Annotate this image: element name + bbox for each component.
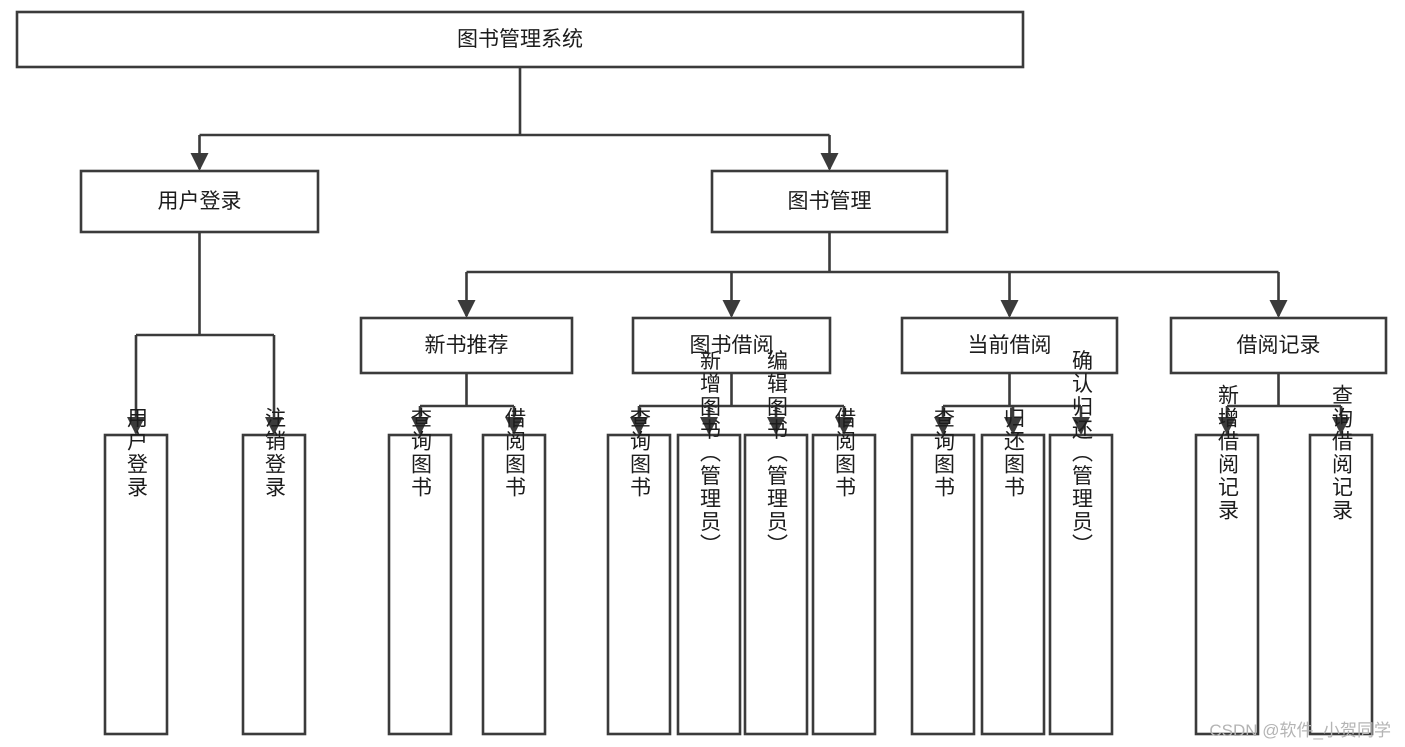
arrow-head-icon bbox=[1000, 300, 1019, 318]
node-box-borrow-borrow-book bbox=[811, 433, 877, 736]
node-recommend-query-book[interactable]: 查询图书 bbox=[387, 407, 453, 736]
node-label-borrow-records: 借阅记录 bbox=[1237, 334, 1321, 357]
node-user-login[interactable]: 用户登录 bbox=[79, 169, 320, 234]
node-label-borrow-query-book: 查询图书 bbox=[628, 407, 652, 499]
node-box-records-add bbox=[1194, 433, 1260, 736]
node-box-book-borrowing bbox=[631, 316, 832, 375]
arrow-head-icon bbox=[190, 153, 209, 171]
arrow-head-icon bbox=[767, 417, 785, 435]
node-label-book-borrowing: 图书借阅 bbox=[690, 334, 774, 357]
arrow-head-icon bbox=[835, 417, 853, 435]
node-borrow-add-book[interactable]: 新增图书（管理员） bbox=[676, 350, 742, 736]
arrow-head-icon bbox=[265, 417, 283, 435]
node-box-recommend-query-book bbox=[387, 433, 453, 736]
arrow-head-icon bbox=[1218, 417, 1236, 435]
node-box-user-login bbox=[79, 169, 320, 234]
node-label-current-borrowing: 当前借阅 bbox=[968, 334, 1052, 357]
node-box-book-management bbox=[710, 169, 949, 234]
node-box-recommend-borrow-book bbox=[481, 433, 547, 736]
node-label-book-management: 图书管理 bbox=[788, 190, 872, 213]
node-current-return-book[interactable]: 归还图书 bbox=[980, 407, 1046, 736]
node-box-records-query bbox=[1308, 433, 1374, 736]
arrow-head-icon bbox=[1004, 417, 1022, 435]
node-new-book-recommend[interactable]: 新书推荐 bbox=[359, 316, 574, 375]
node-book-borrowing[interactable]: 图书借阅 bbox=[631, 316, 832, 375]
arrow-head-icon bbox=[722, 300, 741, 318]
arrow-head-icon bbox=[411, 417, 429, 435]
node-label-user-login: 用户登录 bbox=[158, 190, 242, 213]
node-box-new-book-recommend bbox=[359, 316, 574, 375]
node-recommend-borrow-book[interactable]: 借阅图书 bbox=[481, 407, 547, 736]
node-current-borrowing[interactable]: 当前借阅 bbox=[900, 316, 1119, 375]
arrow-head-icon bbox=[820, 153, 839, 171]
node-label-current-confirm-return: 确认归还（管理员） bbox=[1070, 350, 1094, 557]
node-label-root: 图书管理系统 bbox=[457, 28, 583, 51]
node-label-user-logout-leaf: 注销登录 bbox=[263, 407, 287, 499]
node-records-add[interactable]: 新增借阅记录 bbox=[1194, 384, 1260, 736]
node-label-recommend-borrow-book: 借阅图书 bbox=[503, 407, 527, 499]
node-label-recommend-query-book: 查询图书 bbox=[409, 407, 433, 499]
node-label-current-return-book: 归还图书 bbox=[1002, 407, 1026, 499]
node-borrow-borrow-book[interactable]: 借阅图书 bbox=[811, 407, 877, 736]
arrow-head-icon bbox=[505, 417, 523, 435]
node-box-current-confirm-return bbox=[1048, 433, 1114, 736]
node-box-borrow-add-book bbox=[676, 433, 742, 736]
connector-layer bbox=[127, 67, 1350, 435]
node-records-query[interactable]: 查询借阅记录 bbox=[1308, 384, 1374, 736]
node-user-login-leaf[interactable]: 用户登录 bbox=[103, 407, 169, 736]
node-box-user-login-leaf bbox=[103, 433, 169, 736]
node-current-query-book[interactable]: 查询图书 bbox=[910, 407, 976, 736]
node-borrow-query-book[interactable]: 查询图书 bbox=[606, 407, 672, 736]
node-label-borrow-borrow-book: 借阅图书 bbox=[833, 407, 857, 499]
node-layer: 图书管理系统用户登录用户登录注销登录图书管理新书推荐查询图书借阅图书图书借阅查询… bbox=[15, 10, 1388, 736]
arrow-head-icon bbox=[1332, 417, 1350, 435]
node-label-borrow-add-book: 新增图书（管理员） bbox=[698, 350, 722, 557]
arrow-head-icon bbox=[457, 300, 476, 318]
arrow-head-icon bbox=[127, 417, 145, 435]
node-label-records-query: 查询借阅记录 bbox=[1330, 384, 1354, 522]
node-box-user-logout-leaf bbox=[241, 433, 307, 736]
node-label-current-query-book: 查询图书 bbox=[932, 407, 956, 499]
node-current-confirm-return[interactable]: 确认归还（管理员） bbox=[1048, 350, 1114, 736]
node-borrow-records[interactable]: 借阅记录 bbox=[1169, 316, 1388, 375]
node-book-management[interactable]: 图书管理 bbox=[710, 169, 949, 234]
node-box-current-borrowing bbox=[900, 316, 1119, 375]
node-user-logout-leaf[interactable]: 注销登录 bbox=[241, 407, 307, 736]
node-box-root bbox=[15, 10, 1025, 69]
arrow-head-icon bbox=[700, 417, 718, 435]
node-box-current-query-book bbox=[910, 433, 976, 736]
arrow-head-icon bbox=[934, 417, 952, 435]
node-label-new-book-recommend: 新书推荐 bbox=[425, 334, 509, 357]
node-box-current-return-book bbox=[980, 433, 1046, 736]
arrow-head-icon bbox=[630, 417, 648, 435]
arrow-head-icon bbox=[1269, 300, 1288, 318]
node-borrow-edit-book[interactable]: 编辑图书（管理员） bbox=[743, 350, 809, 736]
node-label-records-add: 新增借阅记录 bbox=[1216, 384, 1240, 522]
node-box-borrow-edit-book bbox=[743, 433, 809, 736]
node-label-user-login-leaf: 用户登录 bbox=[125, 407, 149, 499]
node-label-borrow-edit-book: 编辑图书（管理员） bbox=[765, 350, 789, 557]
node-box-borrow-query-book bbox=[606, 433, 672, 736]
node-root[interactable]: 图书管理系统 bbox=[15, 10, 1025, 69]
arrow-head-icon bbox=[1072, 417, 1090, 435]
node-box-borrow-records bbox=[1169, 316, 1388, 375]
